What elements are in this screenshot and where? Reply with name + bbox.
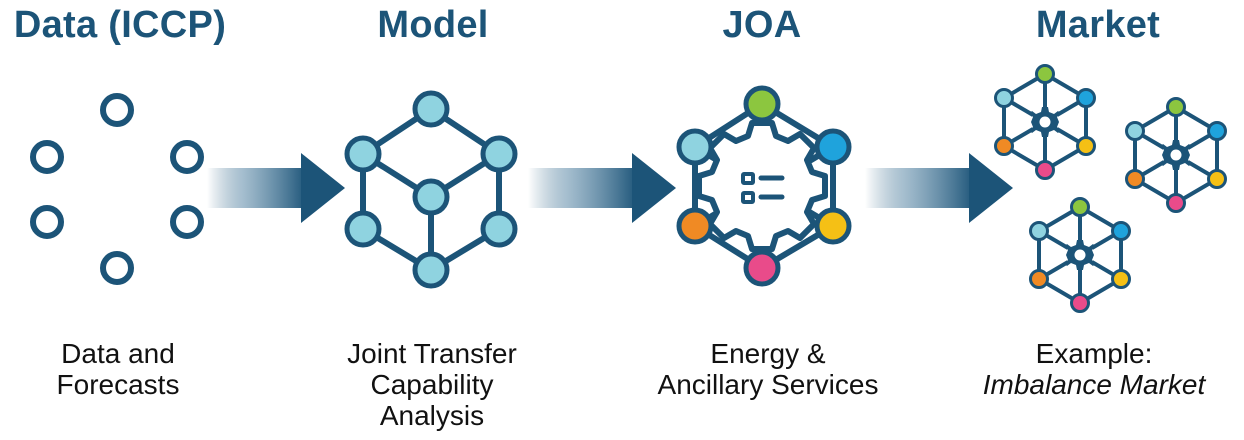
caption-joa: Energy & Ancillary Services <box>618 338 918 400</box>
joa-gear-network-icon <box>676 85 852 287</box>
stage-title-model: Model <box>377 4 489 46</box>
stage-title-data: Data (ICCP) <box>13 4 227 46</box>
market-network-icon-1 <box>994 64 1096 180</box>
model-cube-icon <box>344 90 518 289</box>
stage-title-joa: JOA <box>722 4 802 46</box>
arrow-model-to-joa <box>528 153 676 223</box>
caption-line: Ancillary Services <box>657 369 879 400</box>
caption-line: Imbalance Market <box>982 369 1206 400</box>
market-network-icon-3 <box>1029 197 1131 313</box>
caption-line: Example: <box>1035 338 1153 369</box>
market-network-icon-2 <box>1125 97 1227 213</box>
caption-line: Forecasts <box>56 369 180 400</box>
caption-line: Analysis <box>379 400 485 431</box>
caption-market: Example: Imbalance Market <box>944 338 1244 400</box>
caption-line: Data and <box>61 338 175 369</box>
caption-line: Capability <box>370 369 494 400</box>
arrow-joa-to-market <box>865 153 1013 223</box>
caption-line: Joint Transfer <box>347 338 517 369</box>
stage-title-market: Market <box>1035 4 1161 46</box>
data-nodes-icon <box>30 93 204 285</box>
arrow-data-to-model <box>207 153 345 223</box>
caption-model: Joint Transfer Capability Analysis <box>282 338 582 431</box>
caption-data: Data and Forecasts <box>0 338 268 400</box>
caption-line: Energy & <box>710 338 826 369</box>
